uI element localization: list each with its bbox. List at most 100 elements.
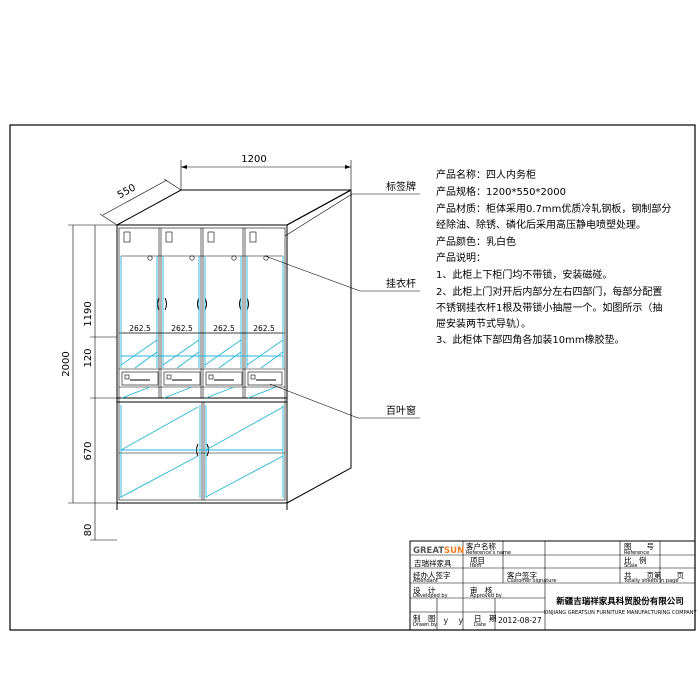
company-short: 吉瑞祥家具 xyxy=(414,558,452,568)
handle-upper-left2 xyxy=(164,297,167,311)
tb-drawing-no-en: Reference xyxy=(624,550,649,556)
hanger-knob xyxy=(189,255,195,261)
hanger-knob xyxy=(263,255,269,261)
cabinet-top-face xyxy=(116,189,352,226)
tb-company-en: XINJIANG GREATSUN FURNITURE MANUFACTURIN… xyxy=(543,610,697,616)
tb-office-sign-en: Attendant xyxy=(413,578,438,584)
title-block: GREATSUN 吉瑞祥家具 客户名称 Reference's name 图 号… xyxy=(409,540,697,631)
lower-glass-diag xyxy=(120,406,199,451)
callout-leader-louver xyxy=(269,383,359,419)
drawer-front xyxy=(205,371,243,386)
dim-width-label: 1200 xyxy=(241,154,266,165)
dim-depth-line xyxy=(102,179,168,216)
dim-height-label: 2000 xyxy=(61,351,72,376)
tb-date: 日 期 xyxy=(474,614,497,623)
dim-drawer-label: 120 xyxy=(83,348,94,367)
hanger-knob xyxy=(147,255,153,261)
brand-left: GREAT xyxy=(413,546,444,556)
cabinet-side-face xyxy=(286,189,352,504)
drawer-front xyxy=(163,371,201,386)
glass-lines xyxy=(120,256,284,498)
glass-diag xyxy=(162,339,200,366)
hanger-hook xyxy=(165,231,173,243)
hanger-hook xyxy=(123,231,131,243)
dim-arrow xyxy=(345,165,351,169)
spec-desc-title: 产品说明： xyxy=(436,251,486,264)
tb-customer-sign-en: Customer signature xyxy=(507,578,556,584)
louver-diag xyxy=(163,386,193,399)
tb-date-en: Date xyxy=(474,622,486,628)
spec-desc-2a: 2、此柜上门对开后内部分左右四部门，每部分配置 xyxy=(436,285,662,298)
drawer-front xyxy=(121,371,159,386)
glass-diag xyxy=(134,351,158,369)
lower-glass-diag xyxy=(205,406,284,451)
tb-drawing-no: 图 号 xyxy=(624,542,654,551)
hanger-hook xyxy=(249,231,257,243)
tb-project-en: Item xyxy=(470,563,482,569)
callout-leader-rod xyxy=(264,255,361,292)
tb-date-value: 2012-08-27 xyxy=(498,616,542,625)
tb-office-sign: 经办人签字 xyxy=(413,570,451,580)
dim-lower-label: 670 xyxy=(83,441,94,460)
dim-upper-label: 1190 xyxy=(83,301,94,326)
dim-depth-ext xyxy=(99,213,118,226)
tb-customer-name-en: Reference's name xyxy=(466,550,511,556)
dim-compartment-4: 262.5 xyxy=(253,324,275,333)
hanger-hooks xyxy=(123,231,269,261)
hanger-knob xyxy=(231,255,237,261)
spec-desc-2b: 不锈钢挂衣杆1根及带锁小抽屉一个。如图所示（抽 xyxy=(436,301,662,314)
cabinet-drawing xyxy=(116,189,352,510)
spec-color: 产品颜色：乳白色 xyxy=(436,235,516,248)
callouts: 标签牌 挂衣杆 百叶窗 xyxy=(264,180,420,419)
drawer-lock xyxy=(124,374,130,380)
tb-reviewer-en: Approved by xyxy=(470,593,502,599)
tb-total-sheets: 共 页第 页 xyxy=(624,570,684,580)
callout-louver: 百叶窗 xyxy=(386,404,416,417)
tb-total-sheets-en: Totally sheets In page xyxy=(623,578,678,584)
tb-customer-sign: 客户签字 xyxy=(507,570,537,580)
tb-scale: 比 例 xyxy=(624,555,647,565)
brand-logo: GREATSUN xyxy=(413,546,464,556)
drawer-lock xyxy=(250,374,256,380)
lower-glass-diag xyxy=(205,455,284,498)
drawing-frame xyxy=(9,124,696,631)
tb-company-full: 新疆吉瑞祥家具科贸股份有限公司 xyxy=(556,596,684,607)
spec-size: 产品规格：1200*550*2000 xyxy=(436,185,566,198)
spec-material-1: 产品材质：柜体采用0.7mm优质冷轧钢板，钢制部分 xyxy=(436,202,671,215)
spec-desc-2c: 屉安装两节式导轨）。 xyxy=(436,317,531,330)
tb-designer: 设 计 xyxy=(413,585,436,595)
glass-diag xyxy=(246,339,284,366)
handle-upper-left xyxy=(157,297,160,311)
tb-drafter-en: Drawn by xyxy=(413,622,437,628)
tb-scale-en: Scale xyxy=(624,563,637,569)
drawers xyxy=(121,371,283,386)
louver-diag xyxy=(247,386,277,399)
callout-hanger-rod: 挂衣杆 xyxy=(386,277,416,290)
spec-material-2: 经除油、除锈、磷化后采用高压静电喷塑处理。 xyxy=(436,218,646,231)
dim-base-label: 80 xyxy=(83,524,94,537)
glass-diag xyxy=(204,339,242,366)
hanger-hook xyxy=(207,231,215,243)
louver-diag xyxy=(205,386,235,399)
spec-name: 产品名称：四人内务柜 xyxy=(436,168,536,181)
spec-desc-3: 3、此柜体下部四角各加装10mm橡胶垫。 xyxy=(436,333,625,346)
dim-compartment-3: 262.5 xyxy=(213,324,235,333)
title-block-frame xyxy=(409,540,696,631)
drawer-front xyxy=(247,371,283,386)
dim-depth-ext xyxy=(163,178,182,191)
cabinet-front xyxy=(116,224,288,504)
drawer-lock xyxy=(208,374,214,380)
dim-arrow xyxy=(181,165,187,169)
callout-label-plate: 标签牌 xyxy=(386,180,416,193)
tb-drafter-value: ｙ ｙ xyxy=(442,616,465,625)
tb-designer-en: Developed by xyxy=(413,593,448,599)
dim-compartment-2: 262.5 xyxy=(171,324,193,333)
dim-depth-label: 550 xyxy=(116,182,138,201)
drawer-lock xyxy=(166,374,172,380)
glass-diag xyxy=(260,351,284,369)
glass-diag xyxy=(120,339,158,366)
glass-diag xyxy=(176,351,200,369)
dim-compartment-1: 262.5 xyxy=(129,324,151,333)
glass-diag xyxy=(218,351,242,369)
